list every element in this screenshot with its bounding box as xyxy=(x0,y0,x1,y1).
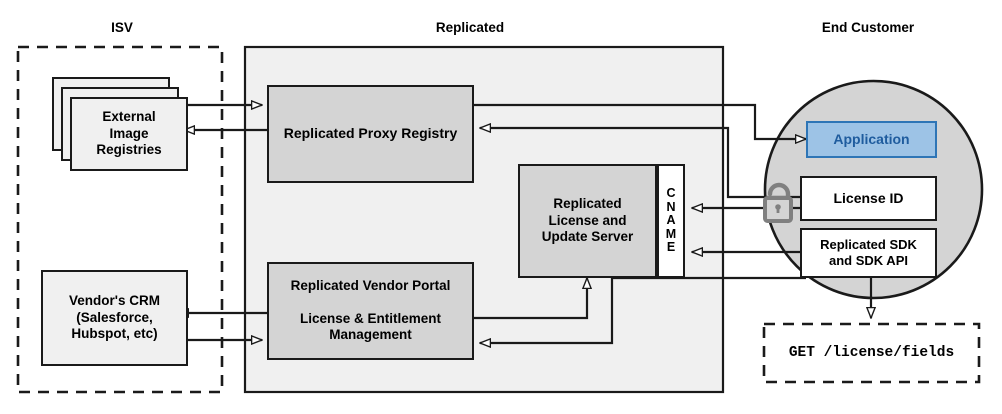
sdk-line-2: and SDK API xyxy=(829,253,908,268)
unlocked-padlock-icon xyxy=(763,182,793,223)
cname-letter-m: M xyxy=(665,226,677,241)
replicated-sdk-and-sdk-api[interactable]: Replicated SDK and SDK API xyxy=(800,228,937,278)
crm-line-3: Hubspot, etc) xyxy=(71,326,158,342)
cname-letter-n: N xyxy=(666,199,676,214)
license-id[interactable]: License ID xyxy=(800,176,937,221)
external-image-registries[interactable]: External Image Registries xyxy=(70,97,188,171)
zone-title-replicated: Replicated xyxy=(435,20,505,35)
replicated-vendor-portal[interactable]: Replicated Vendor Portal License & Entit… xyxy=(267,262,474,360)
api-call-boundary xyxy=(762,322,981,384)
replicated-license-and-update-server[interactable]: Replicated License and Update Server xyxy=(518,164,657,278)
zone-title-end-customer: End Customer xyxy=(821,20,915,35)
isv-boundary xyxy=(16,45,224,394)
sdk-line-1: Replicated SDK xyxy=(820,237,917,253)
replicated-proxy-registry[interactable]: Replicated Proxy Registry xyxy=(267,85,474,183)
vendors-crm[interactable]: Vendor's CRM (Salesforce, Hubspot, etc) xyxy=(41,270,188,366)
cname-letter-e: E xyxy=(666,240,676,255)
arrow-sdk-to-vendor-portal xyxy=(480,276,806,343)
registries-line-1: External xyxy=(102,109,156,125)
cname-strip[interactable]: C N A M E xyxy=(657,164,685,278)
registries-line-3: Registries xyxy=(96,142,162,158)
vendor-portal-title: Replicated Vendor Portal xyxy=(290,278,451,294)
vendor-portal-subtitle-line-2: Management xyxy=(329,327,412,343)
license-server-line-2: License and xyxy=(548,212,627,228)
api-call-label: GET /license/fields xyxy=(788,345,955,361)
license-server-line-1: Replicated xyxy=(553,196,622,212)
vendor-portal-subtitle-line-1: License & Entitlement xyxy=(299,310,442,326)
crm-line-1: Vendor's CRM xyxy=(69,293,160,309)
registries-line-2: Image xyxy=(109,125,149,141)
zone-title-isv: ISV xyxy=(111,20,133,35)
cname-letter-a: A xyxy=(666,213,676,228)
license-server-line-3: Update Server xyxy=(541,229,634,245)
cname-letter-c: C xyxy=(666,186,676,201)
crm-line-2: (Salesforce, xyxy=(76,309,153,325)
application[interactable]: Application xyxy=(806,121,937,158)
arrow-portal-to-license-server xyxy=(474,278,587,320)
arrow-proxy-to-application xyxy=(474,103,806,139)
